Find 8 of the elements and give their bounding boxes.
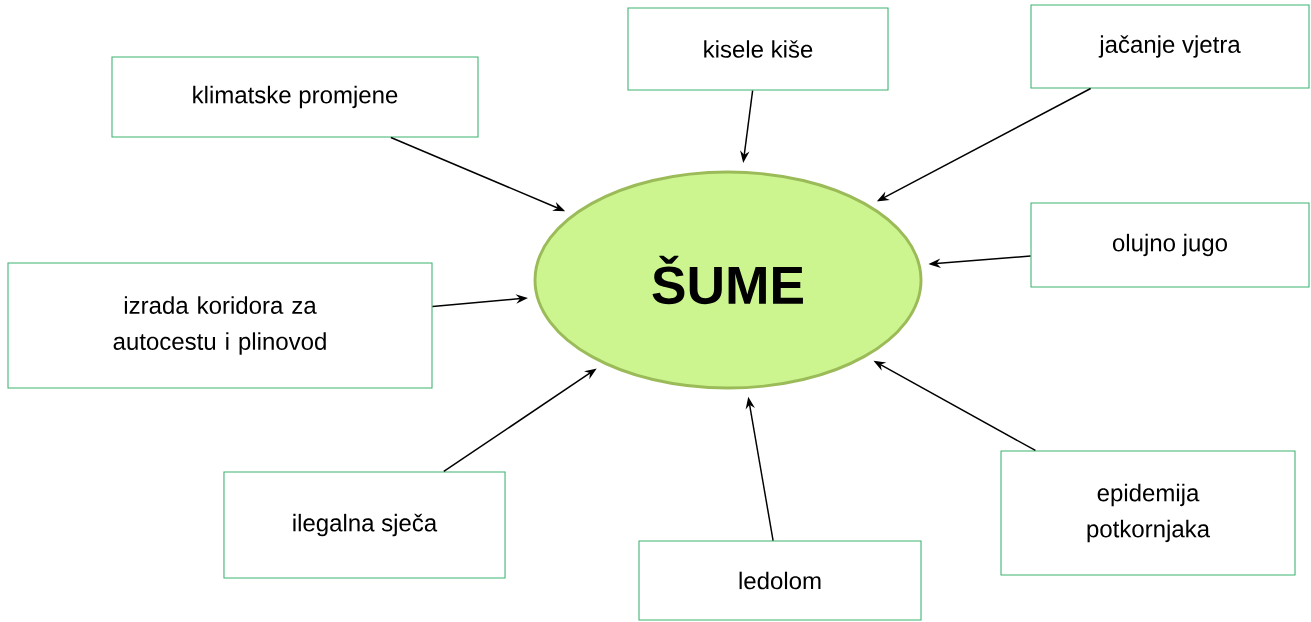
text-box: jačanje vjetra <box>1030 4 1310 89</box>
text-box: ledolom <box>638 540 922 621</box>
text-box: olujno jugo <box>1030 202 1310 288</box>
text-box: izrada koridora za autocestu i plinovod <box>7 262 433 389</box>
text-box: klimatske promjene <box>111 56 479 138</box>
text-box: ilegalna sječa <box>223 471 506 579</box>
text-box: epidemija potkornjaka <box>1000 450 1296 576</box>
text-box: kisele kiše <box>627 7 889 91</box>
